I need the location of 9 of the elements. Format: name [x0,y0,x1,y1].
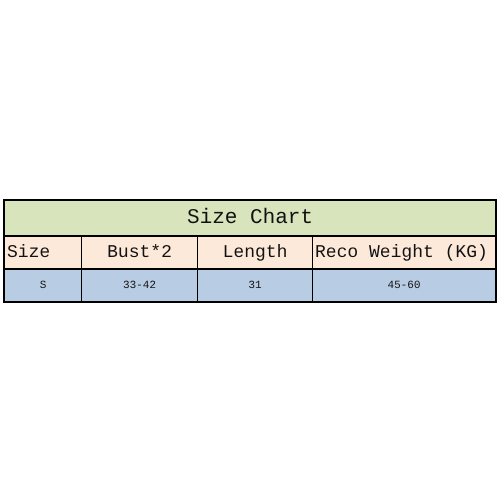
column-header: Bust*2 [82,237,198,268]
column-header: Reco Weight (KG) [313,237,495,268]
table-cell: 31 [198,270,313,301]
column-header: Length [198,237,313,268]
table-cell: 45-60 [313,270,495,301]
table-cell: S [5,270,82,301]
column-header: Size [5,237,82,268]
table-title: Size Chart [5,201,495,237]
table-cell: 33-42 [82,270,198,301]
